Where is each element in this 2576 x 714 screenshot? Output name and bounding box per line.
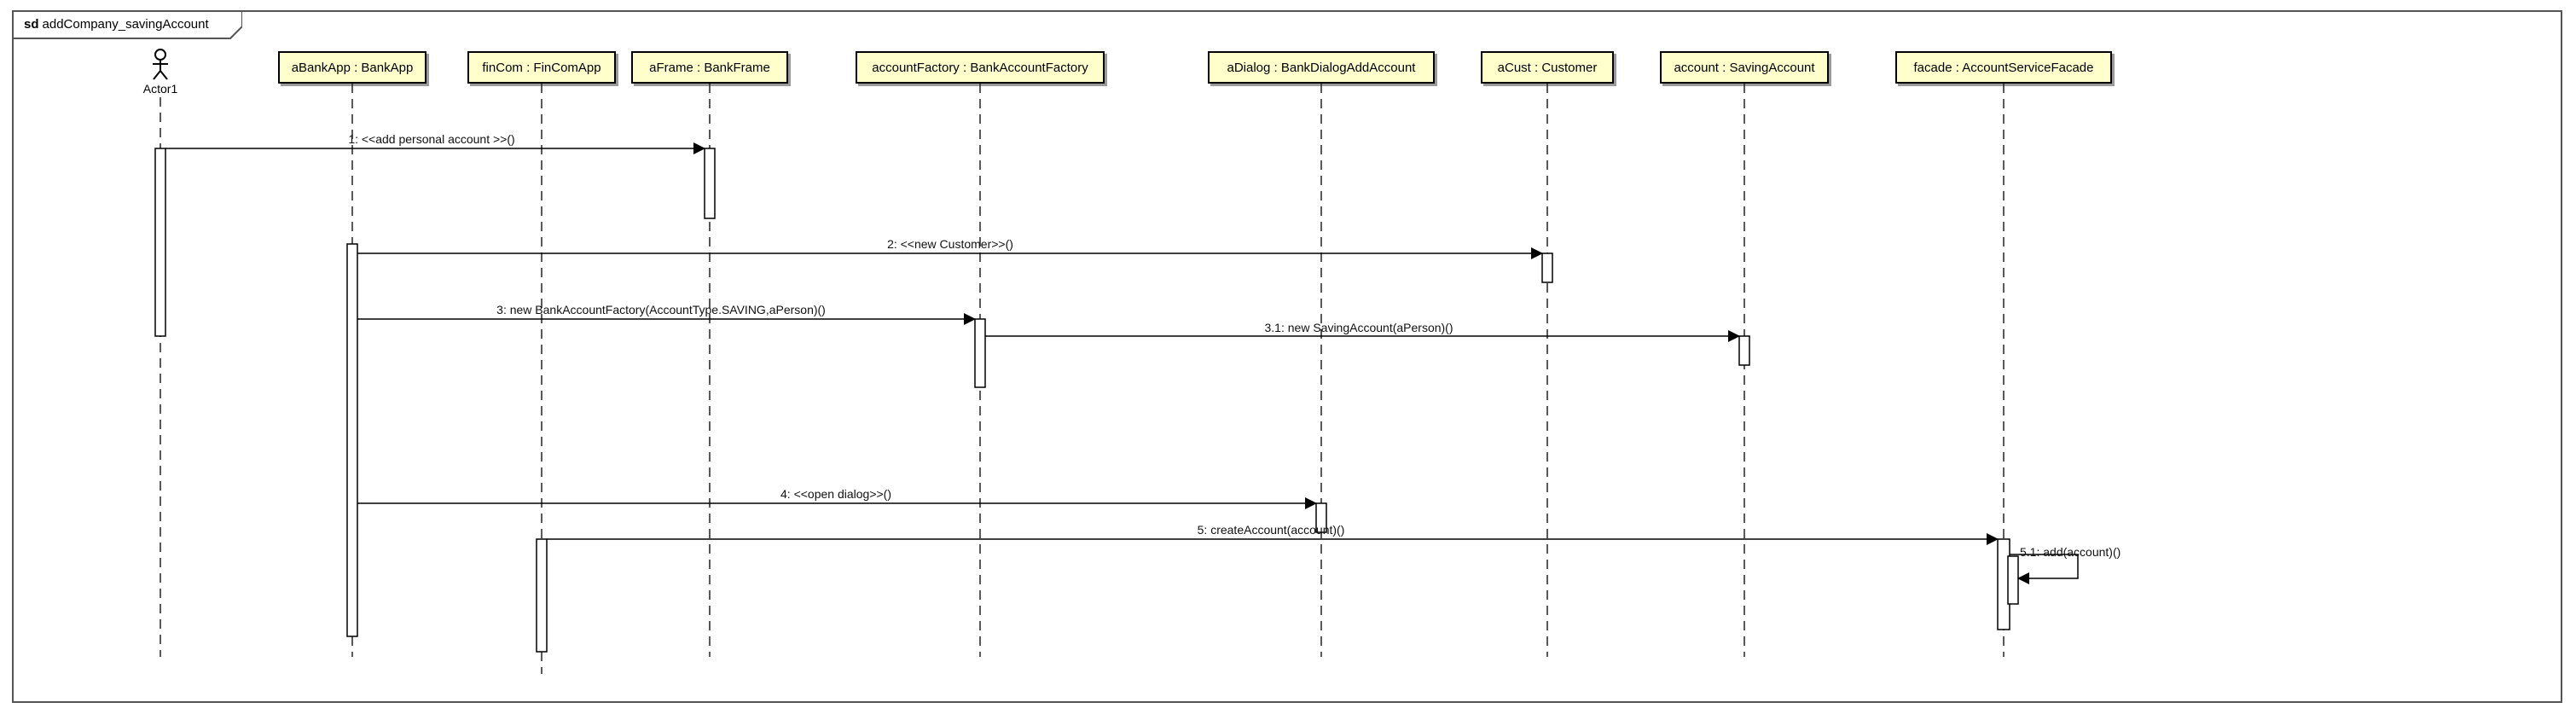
lifeline-head-accountfactory: accountFactory : BankAccountFactory (856, 51, 1105, 84)
lifeline-head-aframe: aFrame : BankFrame (631, 51, 788, 84)
lifeline-head-facade: facade : AccountServiceFacade (1895, 51, 2112, 84)
lifeline-head-acust: aCust : Customer (1481, 51, 1614, 84)
activation-facade-nested (2007, 555, 2019, 605)
sequence-diagram-frame (12, 10, 2562, 703)
lifeline-head-fincom: finCom : FinComApp (467, 51, 616, 84)
message-label-4: 4: <<open dialog>>() (780, 487, 891, 501)
activation-fincom (536, 538, 548, 653)
activation-acust (1541, 253, 1553, 283)
activation-adialog (1315, 502, 1327, 533)
activation-actor1 (154, 148, 166, 337)
message-arrow-5-1 (2010, 554, 2079, 584)
activation-account (1738, 335, 1750, 366)
lifeline-head-account: account : SavingAccount (1660, 51, 1829, 84)
frame-kind: sd (24, 17, 39, 32)
activation-accountfactory (974, 318, 986, 388)
actor-label: Actor1 (142, 82, 178, 96)
message-label-1: 1: <<add personal account >>() (348, 132, 514, 146)
message-label-3-1: 3.1: new SavingAccount(aPerson)() (1265, 321, 1453, 334)
activation-abankapp (346, 243, 358, 637)
message-label-5: 5: createAccount(account)() (1198, 523, 1345, 537)
message-label-5-1: 5.1: add(account)() (2020, 545, 2121, 559)
lifeline-head-adialog: aDialog : BankDialogAddAccount (1208, 51, 1435, 84)
lifeline-head-abankapp: aBankApp : BankApp (278, 51, 426, 84)
message-label-3: 3: new BankAccountFactory(AccountType.SA… (496, 303, 826, 316)
activation-aframe (704, 148, 716, 219)
actor-figure-icon (153, 49, 168, 80)
frame-tab (12, 10, 242, 39)
frame-name: addCompany_savingAccount (42, 17, 209, 32)
message-label-2: 2: <<new Customer>>() (887, 237, 1013, 251)
